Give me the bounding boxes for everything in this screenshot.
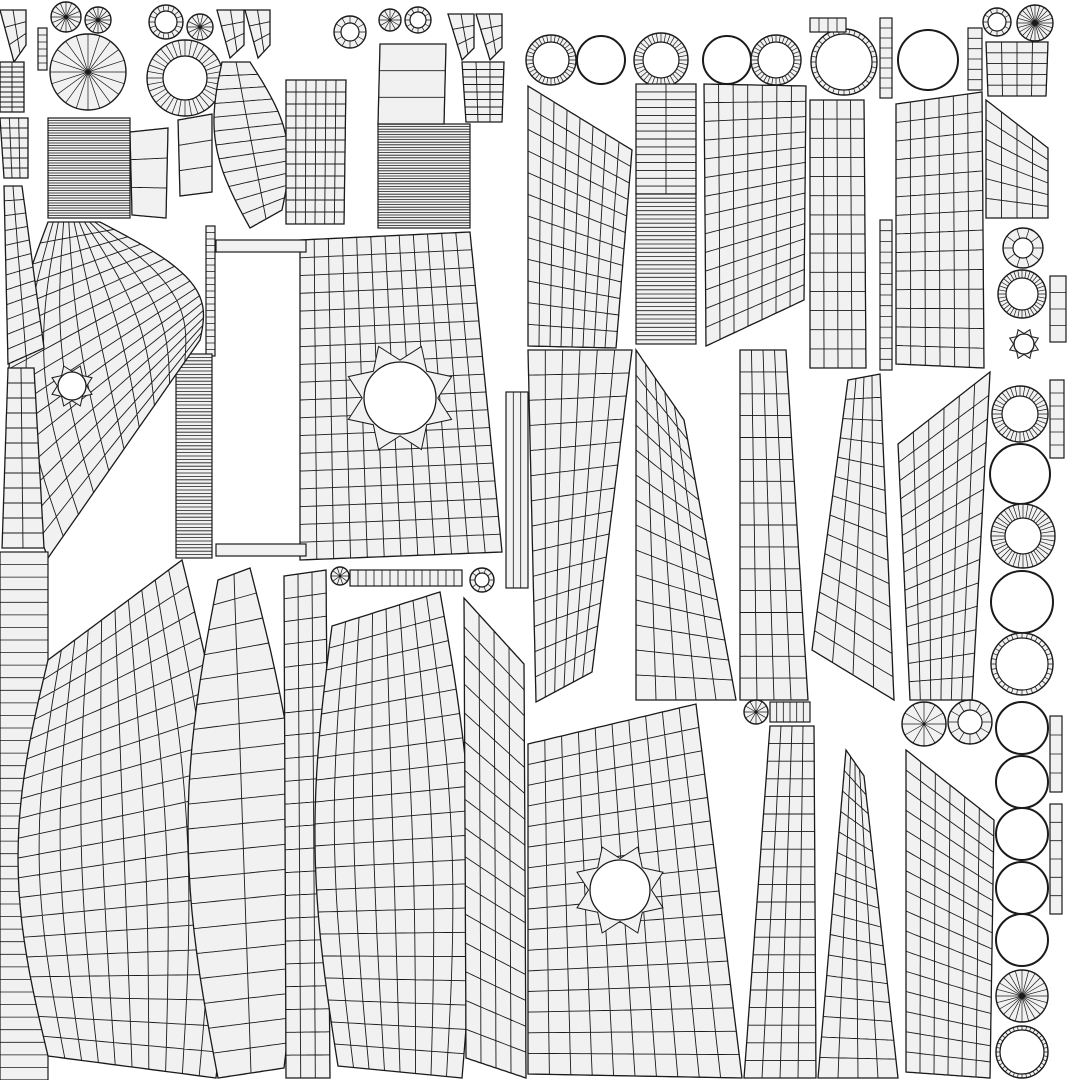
uv-strip-top-mid-1	[809, 17, 847, 33]
uv-panel-front-mid	[527, 349, 633, 704]
uv-strip-top-band	[215, 239, 307, 253]
uv-panel-shoulder-right	[985, 98, 1049, 219]
uv-star-1	[1008, 328, 1040, 360]
uv-panel-side-1	[809, 99, 867, 369]
uv-circle-10	[995, 913, 1049, 967]
uv-strip-buttons	[349, 569, 463, 587]
uv-stripe-collar-lower	[635, 193, 697, 345]
uv-circle-5	[990, 570, 1054, 634]
uv-arc-1	[213, 61, 290, 229]
uv-panel-collar	[635, 83, 697, 195]
uv-panel-shield-1	[0, 9, 27, 64]
uv-fan-lower-1	[330, 566, 350, 586]
uv-ring-small-2	[404, 6, 432, 34]
uv-panel-column-lower	[743, 725, 817, 1079]
uv-circle-9	[995, 861, 1049, 915]
uv-panel-sliver-2	[1, 367, 45, 549]
uv-strip-right-2	[1049, 379, 1065, 459]
uv-panel-sleeve-mid	[635, 347, 737, 701]
uv-panel-small-left-2	[0, 117, 29, 179]
uv-panel-top-right	[985, 41, 1049, 97]
uv-panel-curve-2	[177, 113, 213, 197]
uv-panel-sliver-1	[3, 185, 45, 366]
uv-panel-shield-4	[447, 13, 475, 62]
uv-panel-front-top	[895, 91, 985, 369]
uv-fan-top-5	[1016, 4, 1054, 42]
uv-ring-large-4	[810, 28, 878, 96]
uv-ring-large-2	[633, 32, 689, 88]
uv-stripe-block-2	[377, 123, 471, 229]
uv-ring-top-1	[148, 4, 184, 40]
uv-panel-curve-1	[129, 127, 169, 219]
uv-hole-body-large	[347, 345, 453, 451]
uv-fan-lower-3	[901, 701, 947, 747]
uv-ring-small-3	[982, 7, 1012, 37]
uv-circle-2	[702, 35, 752, 85]
uv-panel-skirt-mid	[314, 591, 473, 1079]
uv-fan-top-4	[378, 8, 402, 32]
uv-circle-1	[576, 35, 626, 85]
uv-circle-6	[995, 701, 1049, 755]
uv-panel-sleeve-small	[461, 61, 505, 123]
uv-circle-8	[995, 807, 1049, 861]
uv-hole-body-lower	[576, 846, 664, 934]
uv-strip-vertical-1	[205, 225, 216, 357]
uv-hole-dome	[51, 365, 93, 407]
uv-strip-right-4	[1049, 803, 1063, 915]
uv-hex-ring-1	[1002, 227, 1044, 269]
uv-circle-3	[897, 29, 959, 91]
uv-fan-lower-2	[743, 699, 769, 725]
uv-panel-small-left	[0, 61, 25, 113]
uv-fan-half-1	[49, 33, 127, 111]
uv-circle-4	[989, 443, 1051, 505]
uv-strip-right-1	[1049, 275, 1067, 343]
uv-ring-large-3	[750, 34, 802, 86]
uv-panel-back-1	[527, 84, 633, 349]
uv-ring-small-1	[333, 15, 367, 49]
uv-fan-lower-4	[995, 969, 1049, 1023]
uv-ring-mid-1	[146, 39, 224, 117]
uv-ring-mid-4	[990, 503, 1056, 569]
uv-strip-top-left	[37, 27, 48, 71]
uv-ring-small-4	[469, 567, 495, 593]
uv-strip-bottom-band	[215, 543, 307, 557]
uv-strip-thin-1	[879, 219, 893, 371]
uv-panel-wing-lower	[817, 748, 899, 1079]
uv-panel-wedge-lower	[463, 596, 527, 1079]
uv-fan-top-2	[84, 6, 112, 34]
uv-ring-mid-5	[990, 632, 1054, 696]
uv-ring-large-1	[525, 34, 577, 86]
uv-panel-shield-3	[244, 9, 271, 60]
uv-panel-shield-5	[475, 13, 503, 62]
uv-strip-right-3	[1049, 715, 1063, 793]
uv-strip-top-mid-2	[879, 17, 893, 99]
uv-ring-mid-2	[997, 269, 1047, 319]
uv-strip-vertical-3	[505, 391, 529, 589]
uv-strip-lower-mid	[769, 701, 811, 723]
uv-hex-ring-2	[947, 699, 993, 745]
uv-strip-vertical-2	[175, 353, 213, 559]
uv-arc-2	[187, 567, 300, 1079]
uv-stripe-block-1	[47, 117, 131, 219]
uv-panel-torso-top	[285, 79, 347, 225]
uv-panel-side-lower	[905, 748, 995, 1079]
uv-strip-top-mid-3	[967, 27, 983, 91]
uv-fan-top-1	[50, 1, 82, 33]
uv-panel-side-front	[897, 370, 991, 701]
uv-panel-back-2	[703, 83, 807, 348]
uv-panel-column-mid	[739, 349, 809, 701]
uv-ring-mid-3	[991, 385, 1049, 443]
uv-panel-wing-mid	[811, 373, 895, 702]
uv-panel-strip-lower	[283, 569, 331, 1079]
uv-panel-shield-2	[216, 9, 245, 60]
uv-fan-top-3	[186, 13, 214, 41]
uv-ring-lower-1	[995, 1025, 1049, 1079]
uv-circle-7	[995, 755, 1049, 809]
uv-panel-neck	[377, 43, 447, 125]
uv-panel-skirt-left	[17, 558, 232, 1079]
